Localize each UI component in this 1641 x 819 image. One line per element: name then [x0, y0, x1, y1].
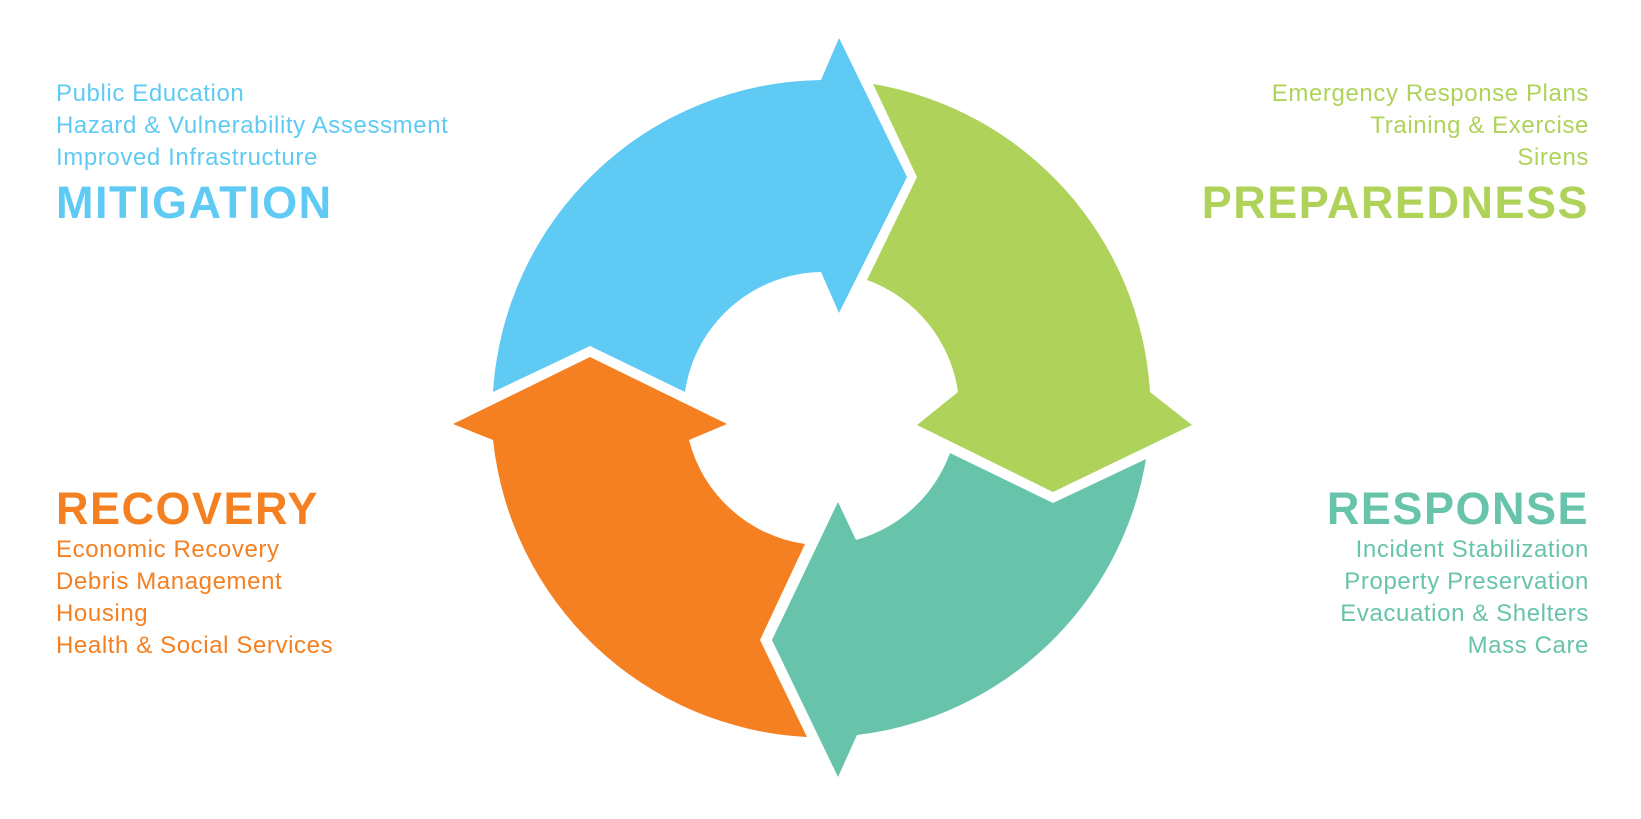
recovery-section: RECOVERY Economic Recovery Debris Manage… [56, 484, 333, 662]
mitigation-item: Improved Infrastructure [56, 144, 318, 171]
recovery-item: Housing [56, 600, 149, 627]
recovery-title: RECOVERY [56, 483, 319, 534]
recovery-item: Debris Management [56, 568, 283, 595]
response-item: Incident Stabilization [1355, 536, 1589, 563]
mitigation-arrow-icon [493, 38, 907, 392]
recovery-item: Health & Social Services [56, 632, 334, 659]
mitigation-item: Public Education [56, 80, 245, 107]
preparedness-arrow-icon [867, 84, 1192, 492]
preparedness-item: Sirens [1517, 144, 1589, 171]
response-title: RESPONSE [1326, 483, 1589, 534]
preparedness-section: Emergency Response Plans Training & Exer… [1202, 78, 1589, 228]
response-item: Property Preservation [1344, 568, 1589, 595]
preparedness-title: PREPAREDNESS [1201, 177, 1589, 228]
mitigation-item: Hazard & Vulnerability Assessment [56, 112, 449, 139]
response-item: Mass Care [1467, 632, 1589, 659]
mitigation-section: Public Education Hazard & Vulnerability … [56, 78, 448, 228]
response-section: RESPONSE Incident Stabilization Property… [1327, 484, 1589, 662]
recovery-arrow-icon [453, 357, 807, 737]
mitigation-title: MITIGATION [56, 177, 333, 228]
preparedness-item: Training & Exercise [1370, 112, 1589, 139]
recovery-item: Economic Recovery [56, 536, 280, 563]
response-arrow-icon [772, 453, 1146, 777]
preparedness-item: Emergency Response Plans [1271, 80, 1589, 107]
response-item: Evacuation & Shelters [1340, 600, 1589, 627]
